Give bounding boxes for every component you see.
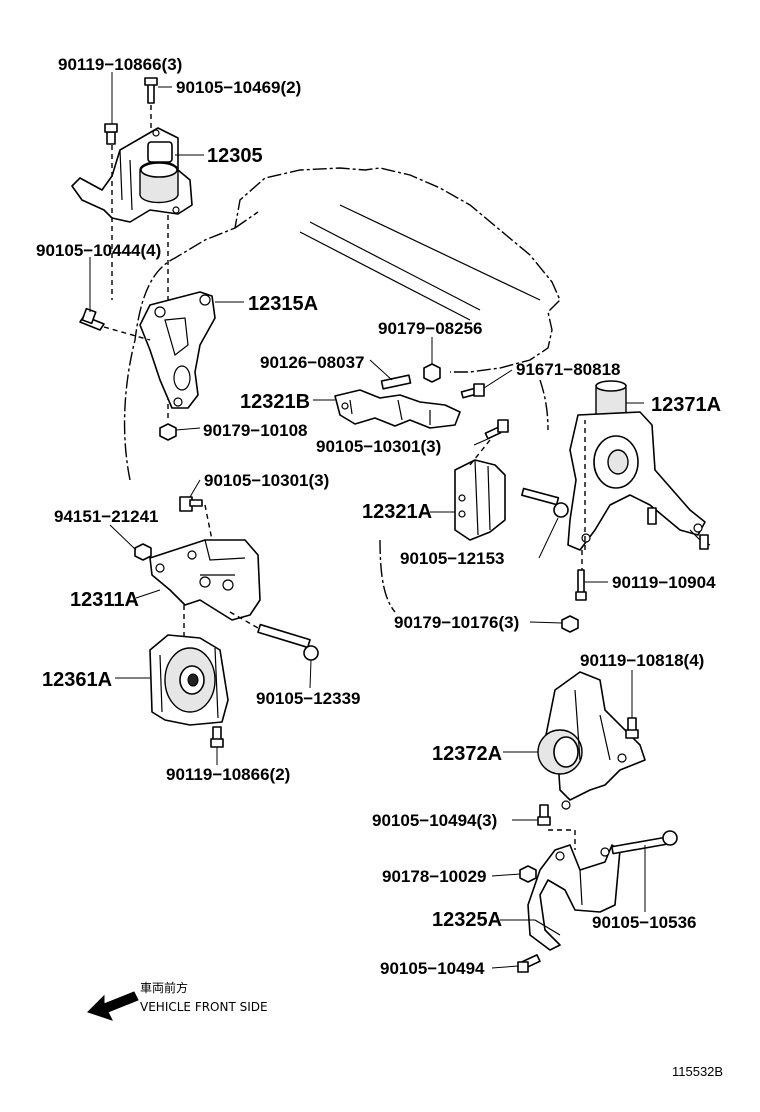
label-12321A: 12321A — [362, 501, 432, 523]
direction-note-jp: 車両前方 — [140, 980, 188, 995]
label-12325A: 12325A — [432, 909, 502, 931]
label-90178-10029: 90178−10029 — [382, 867, 486, 886]
bolt-icon — [106, 131, 116, 145]
stud-icon — [647, 507, 657, 525]
nut-icon — [159, 423, 177, 441]
label-94151-21241: 94151−21241 — [54, 507, 158, 526]
label-90179-10108: 90179−10108 — [203, 421, 307, 440]
nut-icon — [134, 543, 152, 561]
label-12311A: 12311A — [70, 589, 139, 611]
label-90105-10494: 90105−10494 — [380, 959, 485, 978]
label-90119-10866-3: 90119−10866(3) — [58, 55, 182, 74]
bolt-icon — [521, 487, 560, 506]
label-91671-80818: 91671−80818 — [516, 360, 620, 379]
label-90105-10494-3: 90105−10494(3) — [372, 811, 497, 830]
direction-note-en: VEHICLE FRONT SIDE — [140, 1000, 268, 1014]
part-labels: 90119−10866(3) 90105−10469(2) 12305 9010… — [36, 55, 721, 978]
bolt-icon — [611, 836, 668, 855]
label-12321B: 12321B — [240, 391, 310, 413]
bolt-icon — [577, 569, 585, 595]
bracket-12325A — [517, 830, 678, 973]
label-12372A: 12372A — [432, 743, 502, 765]
label-90105-10469-2: 90105−10469(2) — [176, 78, 301, 97]
label-12315A: 12315A — [248, 293, 318, 315]
label-90179-08256: 90179−08256 — [378, 319, 482, 338]
label-12371A: 12371A — [651, 394, 721, 416]
label-12361A: 12361A — [42, 669, 112, 691]
bolt-icon — [257, 623, 311, 649]
label-12305: 12305 — [207, 145, 263, 167]
label-90105-10444-4: 90105−10444(4) — [36, 241, 161, 260]
mount-12372A — [537, 671, 646, 850]
label-90119-10904: 90119−10904 — [612, 573, 716, 592]
nut-icon — [519, 865, 537, 883]
mount-12361A — [149, 634, 229, 748]
bracket-12321B — [334, 363, 485, 429]
stud-icon — [380, 374, 412, 390]
nut-icon — [423, 363, 441, 383]
bracket-12311A — [134, 496, 319, 661]
mount-12371A — [561, 380, 711, 633]
leader-lines — [89, 72, 646, 969]
label-90105-12153: 90105−12153 — [400, 549, 504, 568]
label-90105-10536: 90105−10536 — [592, 913, 696, 932]
label-90105-12339: 90105−12339 — [256, 689, 360, 708]
bolt-icon — [147, 82, 155, 104]
label-90126-08037: 90126−08037 — [260, 353, 364, 372]
bracket-12321A — [454, 419, 586, 550]
arrow-left-icon — [87, 991, 139, 1021]
drawing-code: 115532B — [672, 1064, 723, 1079]
nut-icon — [561, 615, 579, 633]
label-90119-10866-2: 90119−10866(2) — [166, 765, 290, 784]
label-90105-10301-3-right: 90105−10301(3) — [316, 437, 441, 456]
label-90179-10176-3: 90179−10176(3) — [394, 613, 519, 632]
label-90105-10301-3-left: 90105−10301(3) — [204, 471, 329, 490]
label-90119-10818-4: 90119−10818(4) — [580, 651, 704, 670]
engine-outline — [123, 167, 561, 613]
mount-12305 — [71, 77, 193, 223]
vehicle-front-direction: 車両前方 VEHICLE FRONT SIDE — [87, 980, 268, 1021]
bracket-12315A — [79, 291, 216, 441]
